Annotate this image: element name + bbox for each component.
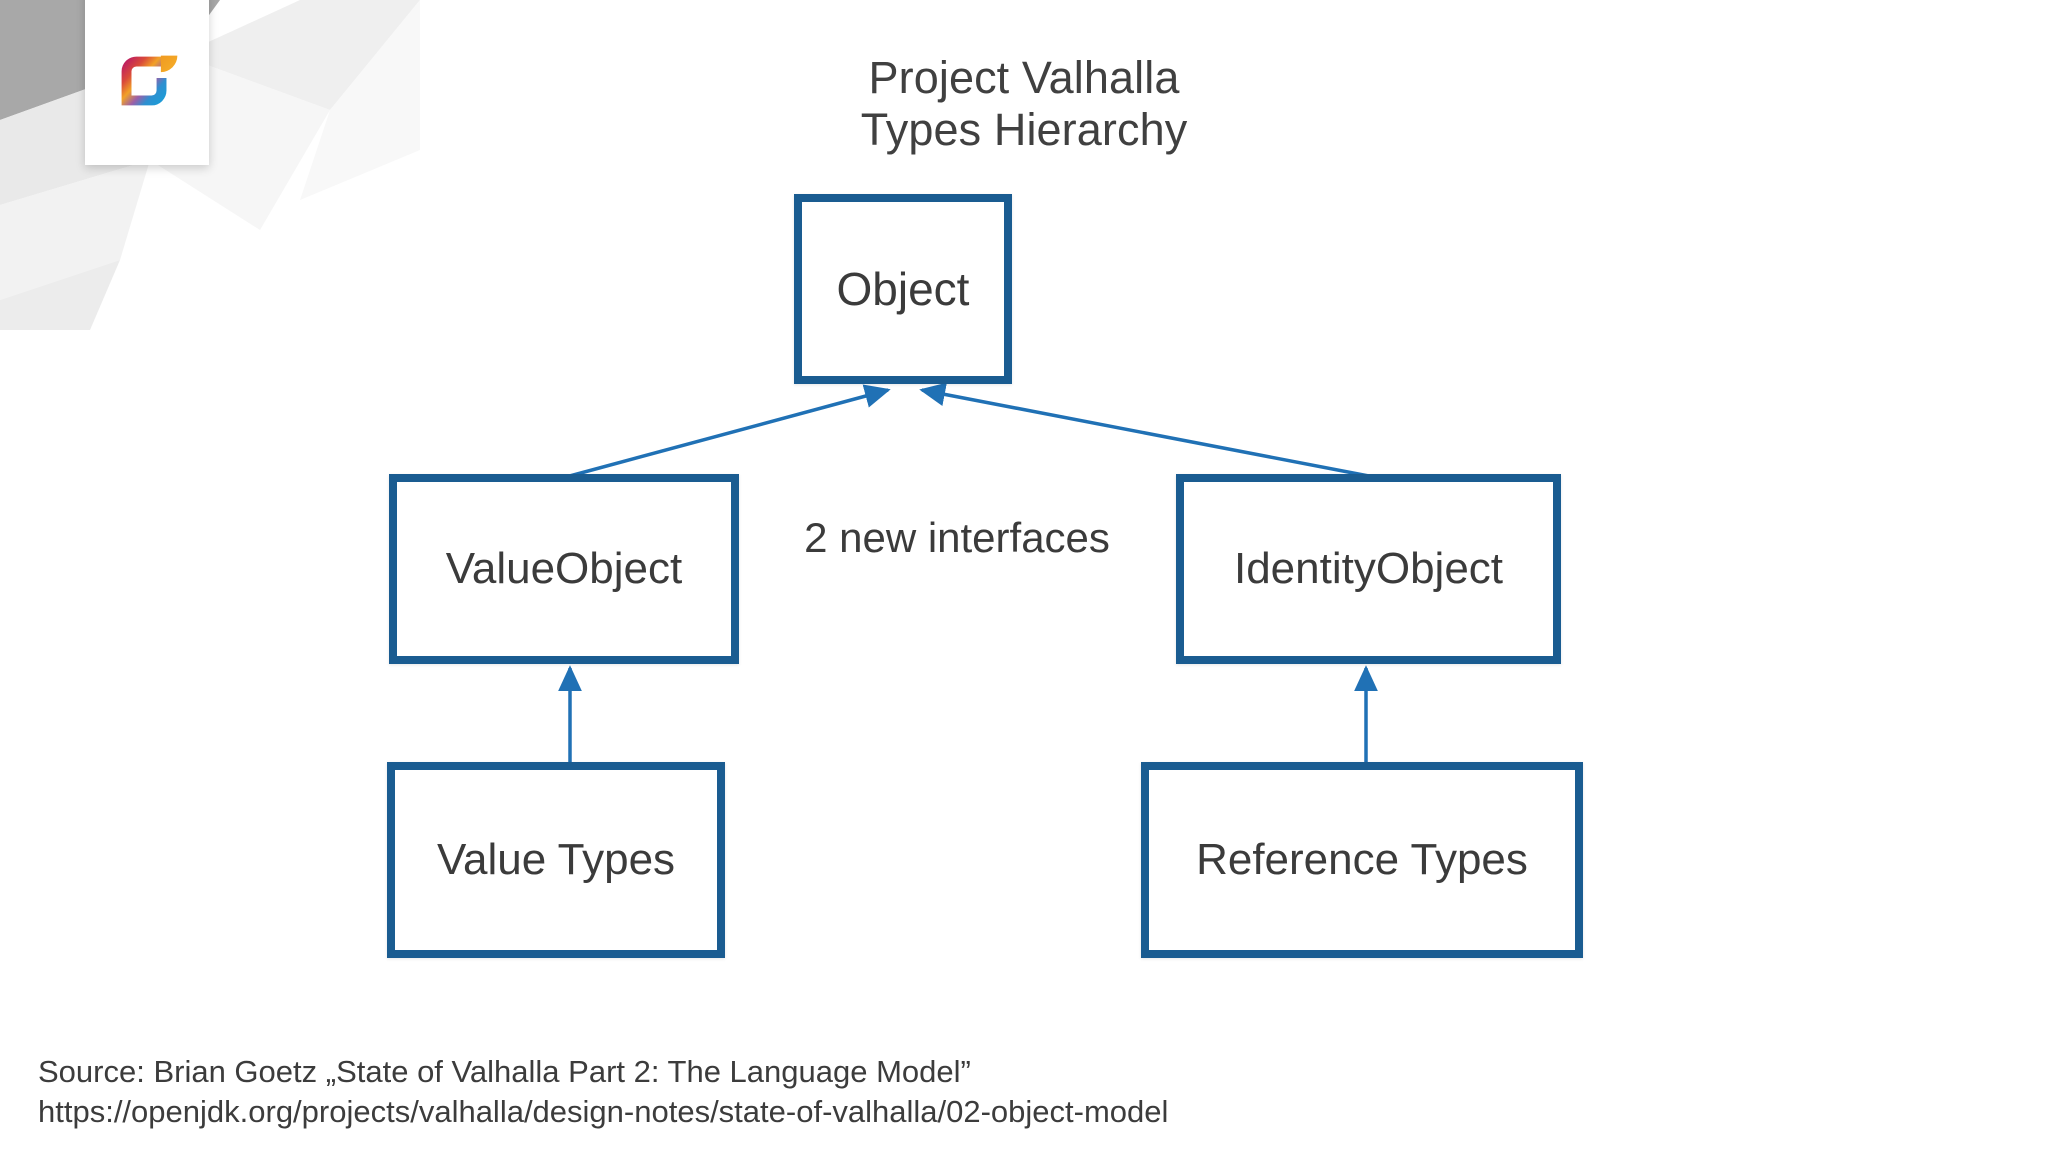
source-footnote: Source: Brian Goetz „State of Valhalla P… <box>38 1052 1168 1133</box>
node-identityobject-label: IdentityObject <box>1233 544 1504 593</box>
node-valueobject[interactable]: ValueObject <box>389 474 739 664</box>
source-url-line[interactable]: https://openjdk.org/projects/valhalla/de… <box>38 1094 1169 1130</box>
edge-annotation-label: 2 new interfaces <box>804 514 1110 561</box>
edge-identityobject-to-object <box>919 382 1375 479</box>
node-object-label: Object <box>836 263 970 315</box>
node-reference-types[interactable]: Reference Types <box>1141 762 1583 958</box>
node-object[interactable]: Object <box>794 194 1012 384</box>
page-title-line-2: Types Hierarchy <box>860 104 1188 156</box>
page-title-line-1: Project Valhalla <box>868 52 1180 103</box>
node-value-types-label: Value Types <box>436 835 676 884</box>
logo-card <box>85 0 209 165</box>
edge-valueobject-to-object <box>565 384 891 479</box>
source-citation-line: Source: Brian Goetz „State of Valhalla P… <box>38 1054 971 1089</box>
node-valueobject-label: ValueObject <box>445 544 683 593</box>
node-identityobject[interactable]: IdentityObject <box>1176 474 1561 664</box>
node-value-types[interactable]: Value Types <box>387 762 725 958</box>
openjdk-logo-icon <box>121 55 178 106</box>
page-title: Project Valhalla Types Hierarchy <box>704 52 1344 156</box>
node-reference-types-label: Reference Types <box>1196 835 1528 884</box>
